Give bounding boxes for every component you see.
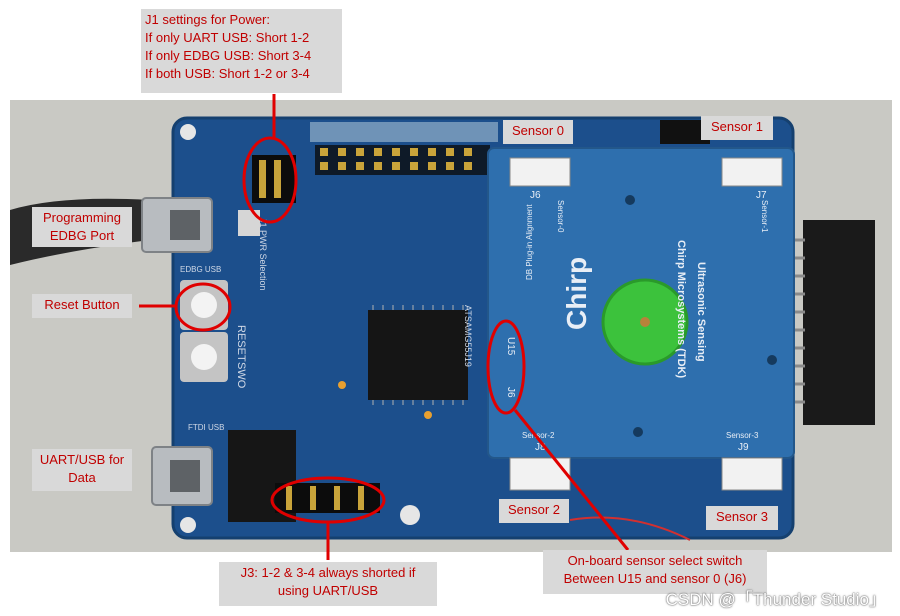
silk-j7-label: J7 — [756, 190, 767, 201]
mount-hole-bl — [180, 517, 196, 533]
sensor3-connector — [721, 457, 783, 491]
silk-sensor2: Sensor-2 — [522, 431, 555, 440]
silk-chirp: Chirp — [561, 257, 592, 330]
watermark: CSDN @「Thunder Studio」 — [665, 590, 886, 609]
silk-swo: SWO — [235, 362, 247, 389]
silk-reset: RESET — [235, 325, 247, 362]
sensor2-callout: Sensor 2 — [499, 499, 569, 523]
silk-j8-label: J8 — [535, 442, 546, 453]
swo-button-cap — [191, 344, 217, 370]
sensor-switch-callout: On-board sensor select switch Between U1… — [543, 550, 767, 594]
programming-port-line1: Programming — [42, 210, 122, 225]
silk-ftdi-usb: FTDI USB — [188, 423, 224, 432]
silk-j6-label: J6 — [530, 190, 541, 201]
sensor1-label: Sensor 1 — [710, 119, 764, 134]
j1-settings-title: J1 settings for Power: — [145, 12, 270, 27]
silk-subtitle2: Ultrasonic Sensing — [695, 262, 707, 362]
silk-sensor1: Sensor-1 — [760, 200, 769, 233]
sensor3-label: Sensor 3 — [715, 509, 769, 524]
j3-callout: J3: 1-2 & 3-4 always shorted if using UA… — [219, 562, 437, 606]
programming-port-callout: Programming EDBG Port — [32, 207, 132, 247]
reset-button-cap — [191, 292, 217, 318]
mount-hole-bm — [400, 505, 420, 525]
silk-edbg-usb: EDBG USB — [180, 265, 221, 274]
uart-usb-line2: Data — [68, 470, 96, 485]
sensor0-callout: Sensor 0 — [503, 120, 573, 144]
sensor1-callout: Sensor 1 — [701, 116, 773, 140]
silk-j6: J6 — [505, 387, 516, 398]
uart-usb-callout: UART/USB for Data — [32, 449, 132, 491]
daughter-hole-2 — [767, 355, 777, 365]
header-strip — [310, 122, 498, 142]
crystal — [238, 210, 260, 236]
silk-sensor3: Sensor-3 — [726, 431, 759, 440]
j1-settings-line2: If only EDBG USB: Short 3-4 — [145, 48, 312, 63]
daughter-hole-3 — [633, 427, 643, 437]
mount-hole-tl — [180, 124, 196, 140]
ultrasonic-transducer-center — [640, 317, 650, 327]
j1-settings-line1: If only UART USB: Short 1-2 — [145, 30, 310, 45]
ftdi-usb-port — [170, 460, 200, 492]
sensor-switch-line2: Between U15 and sensor 0 (J6) — [563, 571, 747, 586]
mcu-chip — [368, 310, 468, 400]
sensor-switch-line1: On-board sensor select switch — [567, 553, 743, 568]
reset-button-callout: Reset Button — [32, 294, 132, 318]
daughter-hole-1 — [625, 195, 635, 205]
sensor0-label: Sensor 0 — [511, 123, 565, 138]
reset-button-label: Reset Button — [44, 297, 120, 312]
sensor2-connector — [509, 457, 571, 491]
silk-db-align: DB Plug-in Alignment — [525, 204, 534, 280]
j1-settings-line3: If both USB: Short 1-2 or 3-4 — [145, 66, 310, 81]
side-connector — [803, 220, 875, 425]
j1-jumper — [252, 155, 296, 203]
silk-sensor0: Sensor-0 — [556, 200, 565, 233]
edbg-usb-port — [170, 210, 200, 240]
mcu-chip-pins — [372, 305, 464, 405]
board-photo: RESET SWO J1 PWR Selection EDBG USB FTDI… — [10, 100, 892, 552]
sensor3-callout: Sensor 3 — [706, 506, 778, 530]
silk-u15: U15 — [505, 337, 516, 356]
led — [338, 381, 346, 389]
silk-subtitle1: Chirp Microsystems (TDK) — [675, 240, 687, 378]
sensor2-label: Sensor 2 — [507, 502, 561, 517]
uart-usb-line1: UART/USB for — [39, 452, 125, 467]
j1-settings-callout: J1 settings for Power: If only UART USB:… — [141, 9, 342, 93]
led-2 — [424, 411, 432, 419]
programming-port-line2: EDBG Port — [49, 228, 115, 243]
j3-jumper — [275, 483, 380, 513]
top-pin-header — [315, 145, 490, 175]
silk-pwr: J1 PWR Selection — [258, 218, 268, 291]
sensor1-connector — [721, 157, 783, 187]
sensor0-connector — [509, 157, 571, 187]
j3-line1: J3: 1-2 & 3-4 always shorted if — [240, 565, 416, 580]
silk-j9-label: J9 — [738, 442, 749, 453]
j3-line2: using UART/USB — [277, 583, 379, 598]
silk-chip: ATSAMG55J19 — [463, 305, 473, 367]
